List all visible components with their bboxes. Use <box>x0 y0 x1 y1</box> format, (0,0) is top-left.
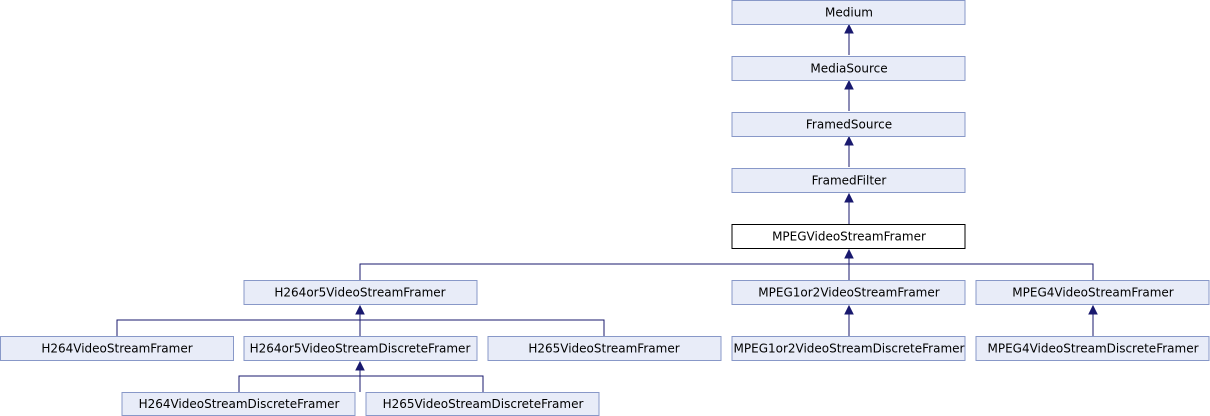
arrowhead-icon <box>844 23 854 34</box>
node-label: H264VideoStreamDiscreteFramer <box>139 397 340 411</box>
arrowhead-icon <box>844 135 854 146</box>
node-framed-filter[interactable]: FramedFilter <box>731 168 966 193</box>
node-framed-source[interactable]: FramedSource <box>731 112 966 137</box>
node-label: Medium <box>825 6 873 20</box>
node-mpeg-video-stream-framer-current: MPEGVideoStreamFramer <box>731 224 966 249</box>
node-h264-video-stream-discrete-framer[interactable]: H264VideoStreamDiscreteFramer <box>121 392 356 416</box>
edges <box>116 23 1098 392</box>
arrowhead-icon <box>844 79 854 90</box>
node-label: MPEG1or2VideoStreamFramer <box>758 286 939 300</box>
node-h264-video-stream-framer[interactable]: H264VideoStreamFramer <box>0 336 234 361</box>
node-mpeg4-video-stream-discrete-framer[interactable]: MPEG4VideoStreamDiscreteFramer <box>975 336 1210 361</box>
arrowhead-icon <box>355 360 365 371</box>
node-h264or5-video-stream-discrete-framer[interactable]: H264or5VideoStreamDiscreteFramer <box>243 336 478 361</box>
node-mpeg4-video-stream-framer[interactable]: MPEG4VideoStreamFramer <box>975 280 1210 305</box>
node-mpeg1or2-video-stream-discrete-framer[interactable]: MPEG1or2VideoStreamDiscreteFramer <box>731 336 966 361</box>
node-label: FramedSource <box>806 118 892 132</box>
edge-children-to-mpegframer <box>359 250 1094 280</box>
node-label: H265VideoStreamFramer <box>528 342 679 356</box>
node-label: FramedFilter <box>812 174 887 188</box>
node-label: H265VideoStreamDiscreteFramer <box>383 397 584 411</box>
node-media-source[interactable]: MediaSource <box>731 56 966 81</box>
arrowhead-icon <box>844 248 854 259</box>
node-medium[interactable]: Medium <box>731 0 966 25</box>
node-h265-video-stream-discrete-framer[interactable]: H265VideoStreamDiscreteFramer <box>365 392 600 416</box>
node-label: H264VideoStreamFramer <box>41 342 192 356</box>
node-label: H264or5VideoStreamDiscreteFramer <box>250 342 471 356</box>
node-label: H264or5VideoStreamFramer <box>274 286 445 300</box>
node-label: MPEGVideoStreamFramer <box>772 230 926 244</box>
node-label: MPEG1or2VideoStreamDiscreteFramer <box>734 342 965 356</box>
arrowhead-icon <box>355 304 365 315</box>
node-label: MediaSource <box>810 62 887 76</box>
arrowhead-icon <box>844 192 854 203</box>
arrowhead-icon <box>844 304 854 315</box>
arrowhead-icon <box>1088 304 1098 315</box>
node-label: MPEG4VideoStreamFramer <box>1012 286 1174 300</box>
node-h265-video-stream-framer[interactable]: H265VideoStreamFramer <box>487 336 722 361</box>
node-mpeg1or2-video-stream-framer[interactable]: MPEG1or2VideoStreamFramer <box>731 280 966 305</box>
node-h264or5-video-stream-framer[interactable]: H264or5VideoStreamFramer <box>243 280 478 305</box>
node-label: MPEG4VideoStreamDiscreteFramer <box>987 342 1198 356</box>
